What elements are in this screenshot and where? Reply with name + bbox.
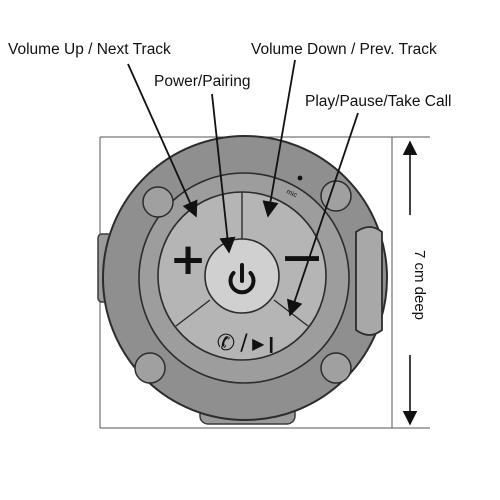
label-volume-down: Volume Down / Prev. Track [251, 41, 437, 58]
label-play-pause: Play/Pause/Take Call [305, 93, 451, 110]
arrow-volume-down [262, 59, 296, 218]
dimension-label: 7 cm deep [411, 250, 428, 320]
side-switch[interactable] [355, 226, 383, 336]
arrow-play-pause [286, 112, 359, 317]
screw-bottom-left [134, 352, 166, 384]
play-pause-button[interactable]: ✆ / ▶❙ [217, 331, 278, 356]
label-volume-up: Volume Up / Next Track [8, 41, 171, 58]
slash-glyph: / [240, 331, 248, 356]
play-pause-icon: ▶❙ [252, 334, 278, 353]
mic-label: mic [285, 188, 298, 199]
remote-device: mic + — ✆ / ▶❙ [97, 135, 388, 425]
microphone-hole [297, 175, 303, 181]
power-icon [228, 263, 256, 295]
volume-up-button[interactable]: + [170, 234, 207, 285]
label-power: Power/Pairing [154, 73, 251, 90]
screw-top-right [320, 180, 352, 212]
arrow-volume-up [127, 63, 198, 218]
screw-bottom-right [320, 352, 352, 384]
arrow-power [211, 93, 236, 254]
screw-top-left [142, 186, 174, 218]
phone-icon: ✆ [217, 331, 235, 356]
callout-arrows [127, 59, 359, 317]
